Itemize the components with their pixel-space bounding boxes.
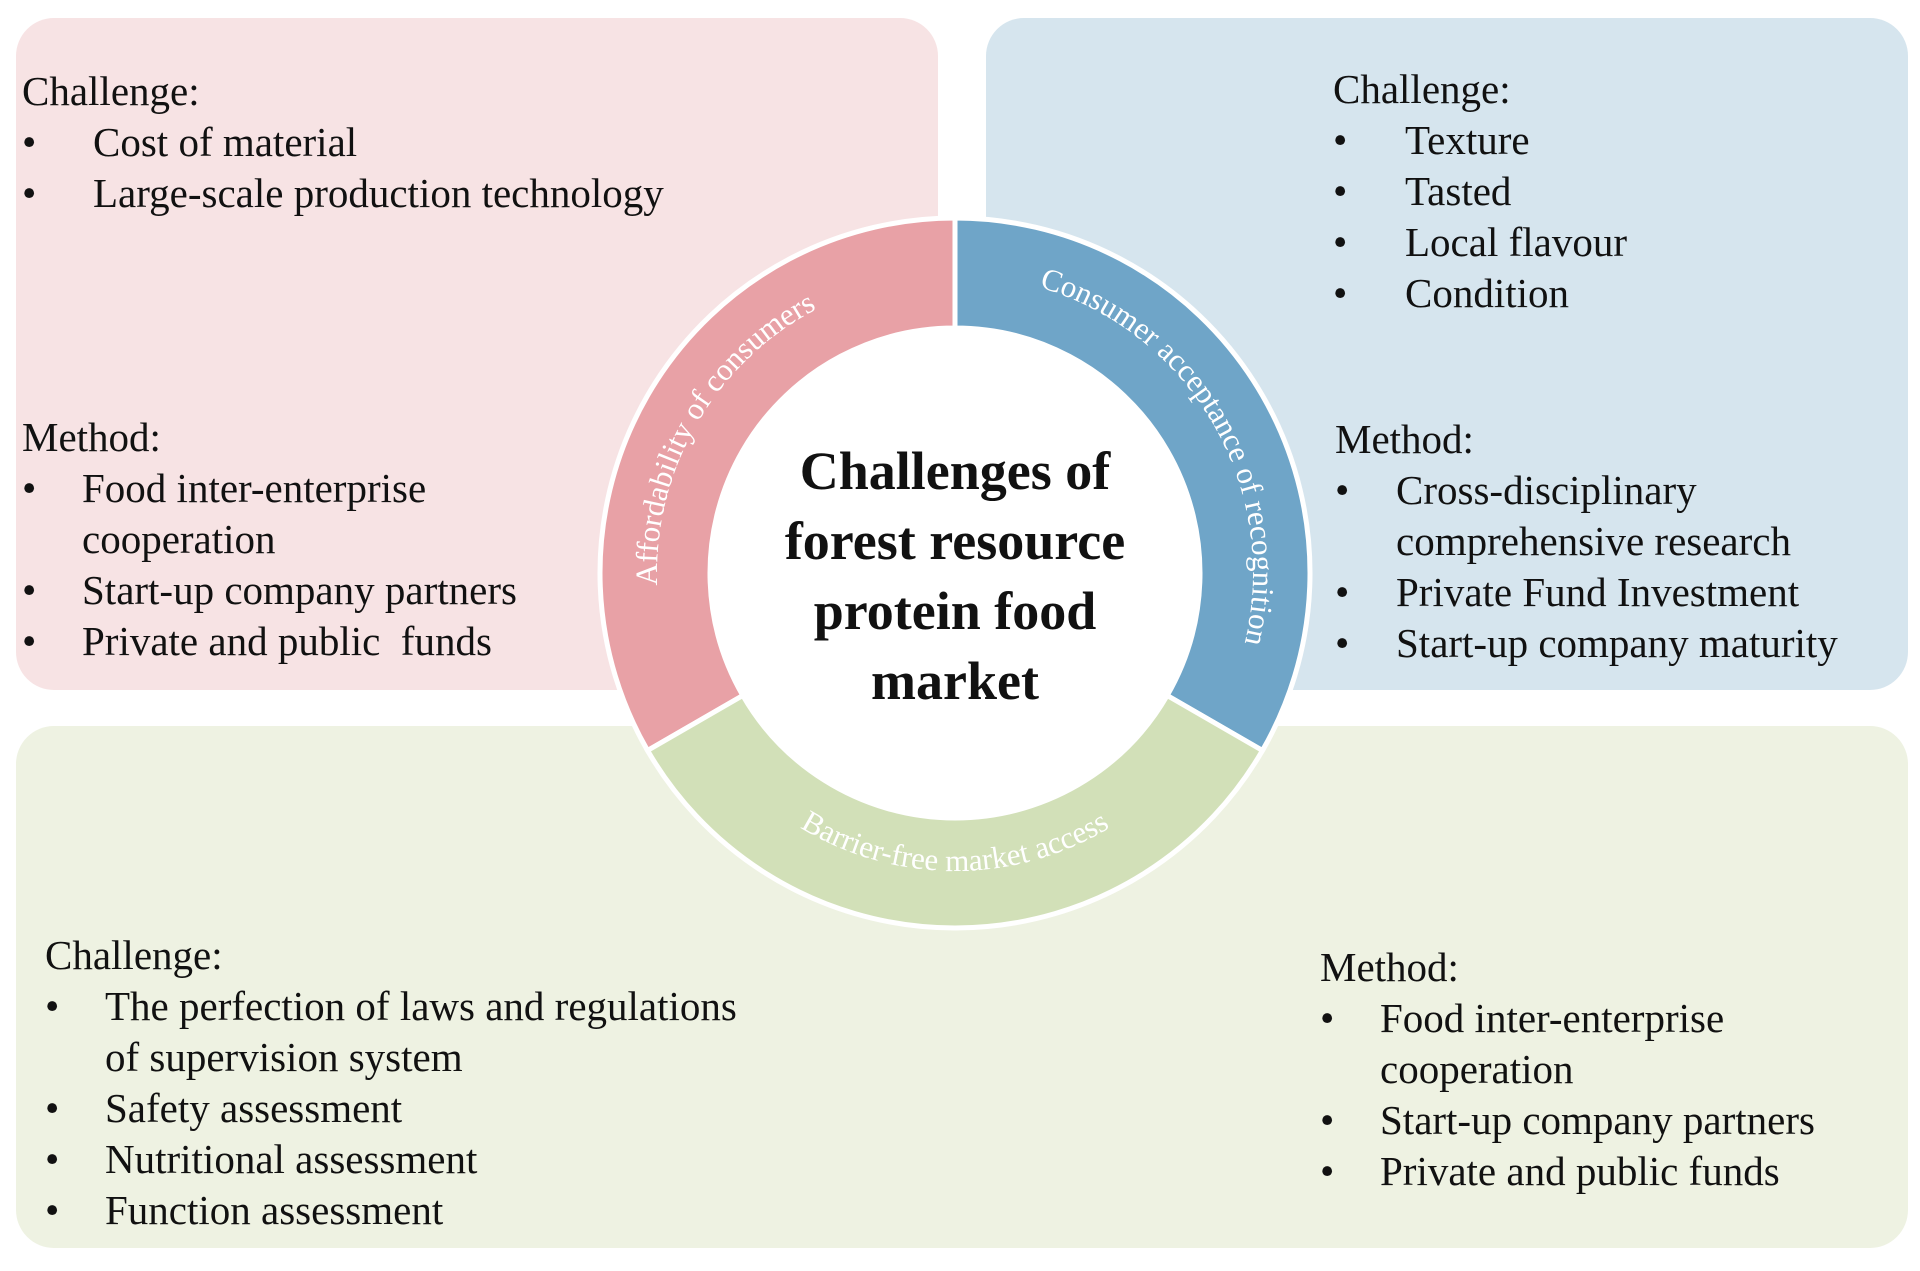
affordability-method-block: Method: • Food inter-enterprise cooperatio… <box>22 412 517 667</box>
list-item-text: The perfection of laws and regulations <box>105 983 737 1029</box>
bullet-icon: • <box>1333 219 1348 265</box>
method-list: • Food inter-enterprise cooperation • Start… <box>1320 993 1815 1197</box>
list-item: • Safety assessment <box>45 1083 737 1134</box>
list-item: • Condition <box>1333 268 1627 319</box>
list-item-text: Food inter-enterprise <box>1380 995 1725 1041</box>
bullet-icon: • <box>1333 117 1348 163</box>
bullet-icon: • <box>1333 168 1348 214</box>
list-item-text: Large-scale production technology <box>93 170 664 216</box>
bullet-icon: • <box>22 119 37 165</box>
bullet-icon: • <box>1335 467 1350 513</box>
list-item: • Texture <box>1333 115 1627 166</box>
bullet-icon: • <box>22 618 37 664</box>
list-item-text: Safety assessment <box>105 1085 403 1131</box>
list-item: • Food inter-enterprise cooperation <box>1320 993 1815 1095</box>
diagram-title: Challenges of forest resource protein fo… <box>700 436 1210 716</box>
ring-center <box>710 328 1200 818</box>
method-heading: Method: <box>22 414 161 460</box>
list-item: • Tasted <box>1333 166 1627 217</box>
list-item-text: Private Fund Investment <box>1396 569 1800 615</box>
list-item: • Private and public funds <box>22 616 517 667</box>
bullet-icon: • <box>22 567 37 613</box>
market-access-method-block: Method: • Food inter-enterprise cooperatio… <box>1320 942 1815 1197</box>
bullet-icon: • <box>22 465 37 511</box>
acceptance-challenge-block: Challenge: • Texture • Tasted • Local flavo… <box>1333 64 1627 319</box>
bullet-icon: • <box>1335 569 1350 615</box>
list-item-text: Cost of material <box>93 119 358 165</box>
title-line: market <box>871 651 1039 711</box>
method-heading: Method: <box>1335 416 1474 462</box>
challenge-list: • Texture • Tasted • Local flavour • Conditi… <box>1333 115 1627 319</box>
title-line: protein food <box>813 581 1097 641</box>
bullet-icon: • <box>1320 995 1335 1041</box>
list-item: • Food inter-enterprise cooperation <box>22 463 517 565</box>
list-item-text: Private and public funds <box>82 618 492 664</box>
list-item-text: Start-up company partners <box>1380 1097 1815 1143</box>
list-item-text: Start-up company partners <box>82 567 517 613</box>
list-item-text: Food inter-enterprise <box>82 465 427 511</box>
list-item: • Start-up company maturity <box>1335 618 1838 669</box>
list-item-text: Function assessment <box>105 1187 444 1233</box>
list-item: • Cross-disciplinary comprehensive researc… <box>1335 465 1838 567</box>
bullet-icon: • <box>1320 1097 1335 1143</box>
method-heading: Method: <box>1320 944 1459 990</box>
list-item-text: Tasted <box>1405 168 1512 214</box>
list-item: • Nutritional assessment <box>45 1134 737 1185</box>
list-item-text: Texture <box>1405 117 1530 163</box>
title-line: forest resource <box>784 511 1126 571</box>
bullet-icon: • <box>1320 1148 1335 1194</box>
challenge-list: • Cost of material • Large-scale productio… <box>22 117 664 219</box>
method-list: • Cross-disciplinary comprehensive researc… <box>1335 465 1838 669</box>
list-item: • Start-up company partners <box>22 565 517 616</box>
method-list: • Food inter-enterprise cooperation • Start… <box>22 463 517 667</box>
list-item-text-continuation: of supervision system <box>105 1034 463 1080</box>
list-item-text: Cross-disciplinary <box>1396 467 1697 513</box>
list-item: • Start-up company partners <box>1320 1095 1815 1146</box>
list-item-text: Nutritional assessment <box>105 1136 478 1182</box>
list-item-text: Condition <box>1405 270 1570 316</box>
list-item: • The perfection of laws and regulations o… <box>45 981 737 1083</box>
bullet-icon: • <box>1333 270 1348 316</box>
challenge-heading: Challenge: <box>45 932 223 978</box>
bullet-icon: • <box>1335 620 1350 666</box>
list-item-text: Start-up company maturity <box>1396 620 1838 666</box>
list-item-text: Private and public funds <box>1380 1148 1780 1194</box>
list-item: • Private Fund Investment <box>1335 567 1838 618</box>
bullet-icon: • <box>22 170 37 216</box>
challenge-list: • The perfection of laws and regulations o… <box>45 981 737 1236</box>
acceptance-method-block: Method: • Cross-disciplinary comprehensive… <box>1335 414 1838 669</box>
list-item-text-continuation: comprehensive research <box>1396 518 1791 564</box>
title-line: Challenges of <box>799 441 1111 501</box>
list-item-text-continuation: cooperation <box>1380 1046 1574 1092</box>
bullet-icon: • <box>45 1085 60 1131</box>
bullet-icon: • <box>45 1187 60 1233</box>
list-item-text-continuation: cooperation <box>82 516 276 562</box>
list-item: • Cost of material <box>22 117 664 168</box>
list-item-text: Local flavour <box>1405 219 1627 265</box>
challenge-heading: Challenge: <box>22 68 200 114</box>
list-item: • Local flavour <box>1333 217 1627 268</box>
list-item: • Large-scale production technology <box>22 168 664 219</box>
affordability-challenge-block: Challenge: • Cost of material • Large-scal… <box>22 66 664 219</box>
challenge-heading: Challenge: <box>1333 66 1511 112</box>
market-access-challenge-block: Challenge: • The perfection of laws and r… <box>45 930 737 1236</box>
list-item: • Function assessment <box>45 1185 737 1236</box>
bullet-icon: • <box>45 1136 60 1182</box>
list-item: • Private and public funds <box>1320 1146 1815 1197</box>
bullet-icon: • <box>45 983 60 1029</box>
